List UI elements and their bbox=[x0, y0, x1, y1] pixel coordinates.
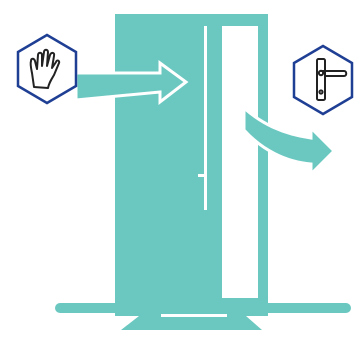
door-knob bbox=[198, 174, 205, 177]
threshold-plate bbox=[121, 316, 262, 330]
threshold-gap bbox=[161, 314, 227, 317]
door-gap-line bbox=[204, 26, 207, 210]
door-opening bbox=[222, 26, 258, 298]
door-handle-icon bbox=[294, 46, 352, 114]
floor-line bbox=[55, 303, 351, 313]
push-hand-icon bbox=[18, 35, 76, 103]
